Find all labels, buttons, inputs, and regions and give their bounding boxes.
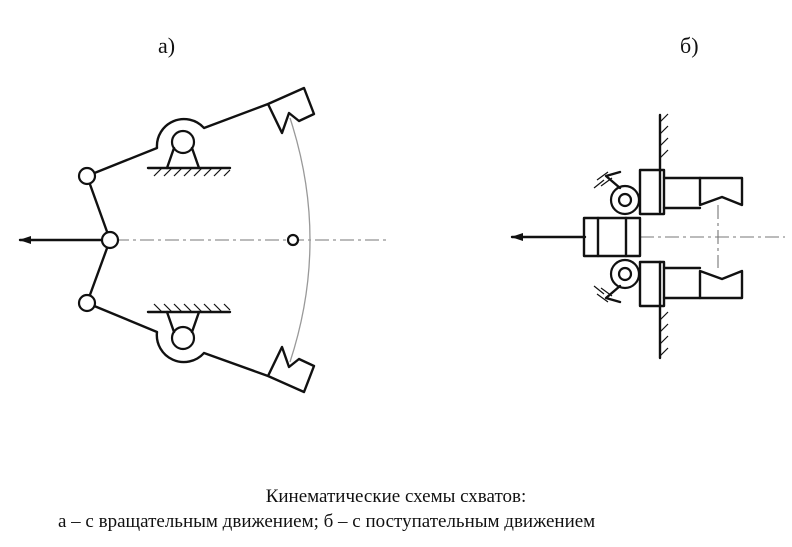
- gear-lower-support: [604, 284, 622, 304]
- slider-lower: [638, 260, 666, 308]
- gear-upper-support: [604, 170, 622, 190]
- ground-hatch-upper: [153, 167, 231, 177]
- slider-upper: [638, 168, 666, 216]
- object-center: [286, 233, 300, 247]
- gear-upper-hatch: [593, 171, 613, 189]
- jaw-path-arc: [289, 117, 311, 363]
- jaw-lower: [698, 269, 744, 300]
- jaw-arm-lower: [662, 266, 702, 300]
- scheme-b: б): [510, 33, 785, 360]
- lever-lower: [85, 301, 316, 394]
- pivot-lower: [170, 325, 196, 351]
- ground-hatch-lower: [153, 303, 231, 313]
- joint-center: [100, 230, 120, 250]
- central-rack: [582, 216, 642, 258]
- joint-upper-end: [77, 166, 97, 186]
- guide-hatch-upper: [659, 113, 669, 159]
- gear-upper-hub: [617, 192, 633, 208]
- guide-hatch-lower: [659, 311, 669, 357]
- gear-lower-hub: [617, 266, 633, 282]
- gear-lower-hatch: [593, 285, 613, 303]
- caption-title: Кинематические схемы схватов:: [265, 486, 527, 507]
- lever-upper: [85, 86, 316, 178]
- pivot-upper: [170, 129, 196, 155]
- label-a: а): [158, 33, 175, 58]
- pivot-support-upper: [165, 146, 201, 170]
- jaw-arm-upper: [662, 176, 702, 210]
- link-lower: [85, 238, 112, 305]
- label-b: б): [680, 33, 699, 58]
- jaw-upper: [698, 176, 744, 207]
- pivot-support-lower: [165, 310, 201, 334]
- scheme-a: а): [18, 33, 390, 394]
- caption-legend: а – с вращательным движением; б – с пост…: [58, 511, 596, 532]
- joint-lower-end: [77, 293, 97, 313]
- link-upper: [85, 174, 112, 242]
